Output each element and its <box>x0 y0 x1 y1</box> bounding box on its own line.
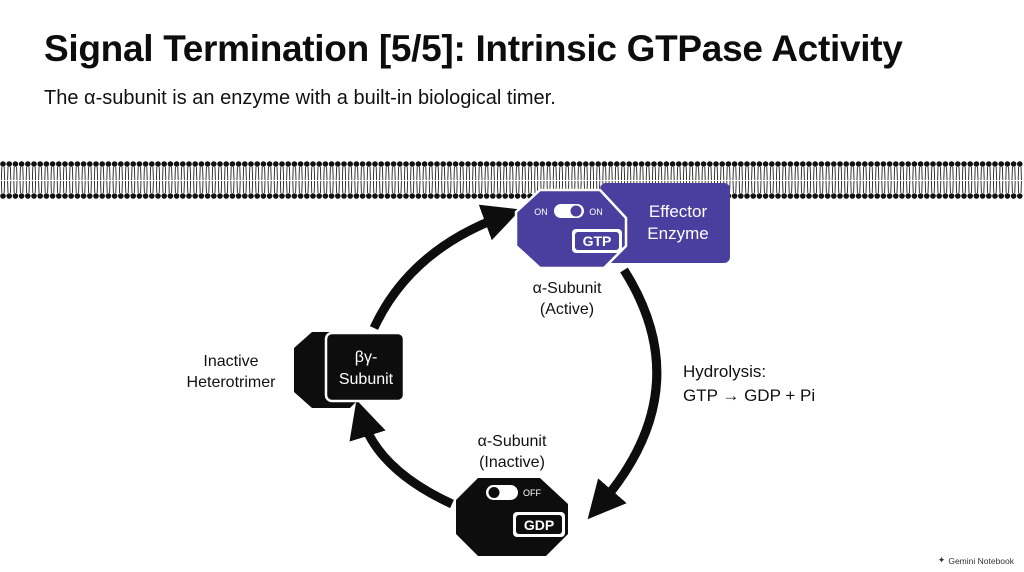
inactive-heterotrimer: βγ- Subunit <box>294 331 406 408</box>
gtp-badge: GTP <box>572 229 622 253</box>
cycle-arrow-to-active <box>369 204 521 330</box>
effector-enzyme: Effector Enzyme <box>600 183 730 263</box>
gdp-label: GDP <box>524 517 554 533</box>
active-switch-right-label: ON <box>589 207 603 217</box>
slide-title: Signal Termination [5/5]: Intrinsic GTPa… <box>44 28 903 69</box>
active-subunit-label-line1: α-Subunit <box>533 280 602 297</box>
effector-label-line2: Enzyme <box>647 224 708 243</box>
cell-membrane <box>0 161 1023 199</box>
active-switch-left-label: ON <box>534 207 548 217</box>
gtp-label: GTP <box>583 233 612 249</box>
sparkle-icon: ✦ <box>937 555 946 565</box>
gdp-badge: GDP <box>513 512 565 537</box>
slide-subtitle: The α-subunit is an enzyme with a built-… <box>44 87 556 109</box>
effector-label-line1: Effector <box>649 202 708 221</box>
heterotrimer-label-line2: Heterotrimer <box>187 374 277 391</box>
alpha-subunit-inactive: OFF GDP <box>456 478 568 556</box>
inactive-subunit-label-line1: α-Subunit <box>478 433 547 450</box>
heterotrimer-label-line1: Inactive <box>203 353 258 370</box>
cycle-arrow-to-heterotrimer <box>349 399 454 509</box>
hydrolysis-label-line1: Hydrolysis: <box>683 362 766 381</box>
active-subunit-label-line2: (Active) <box>540 301 594 318</box>
active-toggle-switch <box>554 204 584 218</box>
footer-brand-label: Gemini Notebook <box>948 555 1014 566</box>
hydrolysis-equation: GTP → GDP + Pi <box>683 386 815 405</box>
cycle-arrow-hydrolysis <box>587 267 662 520</box>
inactive-toggle-switch <box>486 485 518 500</box>
inactive-switch-label: OFF <box>523 488 541 498</box>
footer-brand: ✦ Gemini Notebook <box>938 555 1014 566</box>
alpha-subunit-active: ON ON GTP <box>514 188 628 270</box>
beta-gamma-label-line2: Subunit <box>339 371 394 388</box>
beta-gamma-label-line1: βγ- <box>355 349 378 366</box>
inactive-subunit-label-line2: (Inactive) <box>479 454 545 471</box>
